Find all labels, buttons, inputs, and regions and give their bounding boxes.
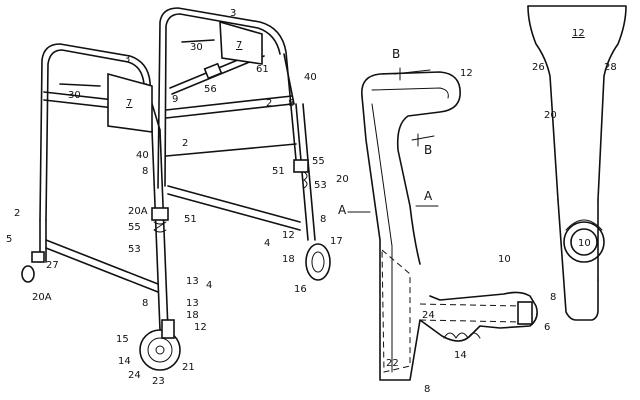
crutch-front-label: 12 [572, 28, 585, 39]
walker-label: 12 [194, 322, 207, 333]
crutch-side-label: 20 [336, 174, 349, 185]
walker-label: 56 [204, 84, 217, 95]
walker-label: 17 [330, 236, 343, 247]
walker-label: 23 [152, 376, 165, 387]
crutch-front-label: 20 [544, 110, 557, 121]
walker-label: 16 [294, 284, 307, 295]
crutch-front-label: 28 [604, 62, 617, 73]
walker-label: 18 [186, 310, 199, 321]
walker-label: 20A [32, 292, 52, 303]
walker-label: 55 [128, 222, 141, 233]
walker-label: 13 [186, 276, 199, 287]
walker-label: 2 [266, 98, 272, 109]
crutch-side-label: A [424, 189, 433, 203]
walker-label: 3 [230, 8, 236, 19]
walker-label: 15 [116, 334, 129, 345]
crutch-front-label: 10 [578, 238, 591, 249]
crutch-front-label: 26 [532, 62, 545, 73]
crutch-front-label: 8 [550, 292, 556, 303]
walker-label: 5 [6, 234, 12, 245]
walker-label: 55 [312, 156, 325, 167]
crutch-side-label: 6 [544, 322, 550, 333]
walker-label: 13 [186, 298, 199, 309]
walker-label: 24 [128, 370, 141, 381]
crutch-side-illustration [347, 67, 538, 381]
walker-label: 61 [256, 64, 269, 75]
walker-label: 40 [304, 72, 317, 83]
crutch-side-label: 14 [454, 350, 467, 361]
walker-label: 53 [314, 180, 327, 191]
walker-label: 53 [128, 244, 141, 255]
walker-label: 2 [182, 138, 188, 149]
walker-illustration [21, 7, 331, 371]
walker-label: 8 [142, 166, 148, 177]
crutch-side-label: 8 [424, 384, 430, 395]
crutch-side-label: A [338, 203, 347, 217]
walker-label: 8 [142, 298, 148, 309]
crutch-side-label: 12 [460, 68, 473, 79]
crutch-side-label: B [392, 47, 400, 61]
crutch-side-label: 24 [422, 310, 435, 321]
walker-label: 30 [190, 42, 203, 53]
walker-label: 3 [124, 54, 130, 65]
walker-label: 14 [118, 356, 131, 367]
walker-label: 4 [264, 238, 270, 249]
walker-label: 7 [126, 98, 132, 109]
walker-label: 40 [136, 150, 149, 161]
walker-label: 20A [128, 206, 148, 217]
walker-label: 9 [172, 94, 178, 105]
walker-label: 8 [288, 98, 294, 109]
crutch-front-illustration [527, 5, 627, 321]
walker-label: 4 [206, 280, 212, 291]
walker-label: 12 [282, 230, 295, 241]
walker-label: 8 [320, 214, 326, 225]
walker-label: 18 [282, 254, 295, 265]
walker-label: 27 [46, 260, 59, 271]
crutch-side-label: B [424, 143, 432, 157]
crutch-side-label: 10 [498, 254, 511, 265]
walker-label: 51 [272, 166, 285, 177]
walker-label: 51 [184, 214, 197, 225]
crutch-side-label: 22 [386, 358, 399, 369]
walker-label: 2 [14, 208, 20, 219]
walker-label: 21 [182, 362, 195, 373]
walker-label: 30 [68, 90, 81, 101]
walker-label: 7 [236, 40, 242, 51]
